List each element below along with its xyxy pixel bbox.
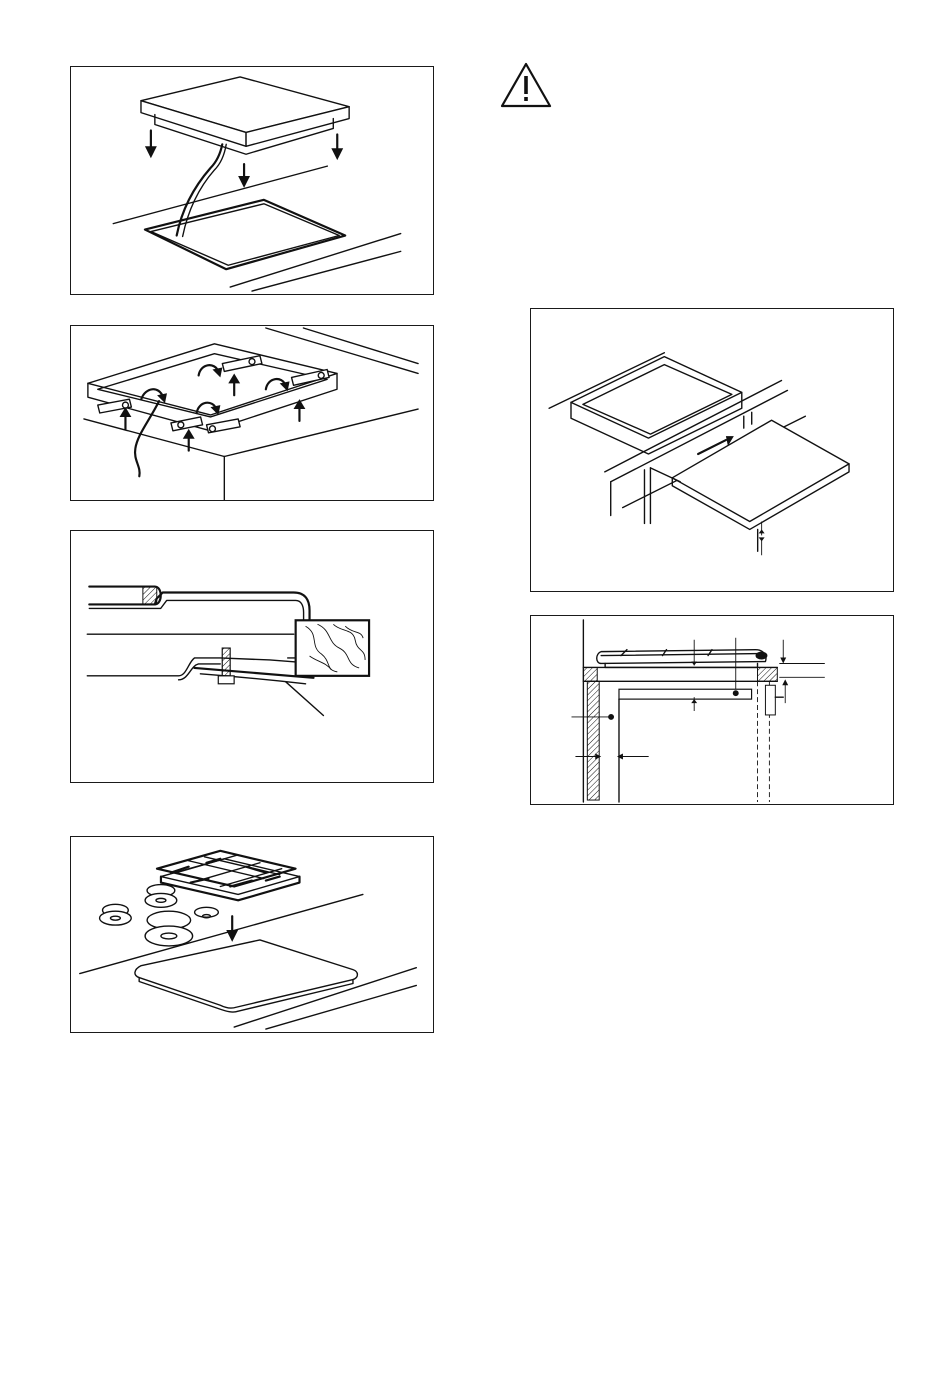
figure-installation-clearances (530, 615, 894, 805)
up-arrow-icon (120, 407, 132, 429)
screw-icon (218, 648, 234, 684)
grid-icon (157, 851, 300, 900)
figure-hob-lowered-into-cutout (70, 66, 434, 295)
hob-installation-illustration (71, 67, 433, 294)
figure-cutout-and-panel (530, 308, 894, 592)
burner-cap (195, 907, 219, 917)
clearances-illustration (531, 616, 893, 804)
bracket (207, 419, 241, 433)
figure-fixing-brackets-underside (70, 325, 434, 501)
down-arrow-icon (331, 134, 343, 160)
burner-cap (100, 911, 132, 925)
cutout-panel-illustration (531, 309, 893, 591)
bracket (171, 417, 203, 431)
fixing-brackets-illustration (71, 326, 433, 500)
pan-supports-illustration (71, 837, 433, 1032)
down-arrow-icon (238, 164, 250, 188)
burner-cap (145, 926, 193, 946)
warning-triangle-icon (500, 62, 552, 108)
bracket-section-illustration (71, 531, 433, 782)
figure-bracket-screw-section (70, 530, 434, 783)
up-arrow-icon (183, 429, 195, 451)
down-arrow-icon (145, 130, 157, 158)
figure-pan-supports-and-burner-caps (70, 836, 434, 1033)
burner-cap (145, 893, 177, 907)
down-arrow-icon (226, 916, 238, 942)
